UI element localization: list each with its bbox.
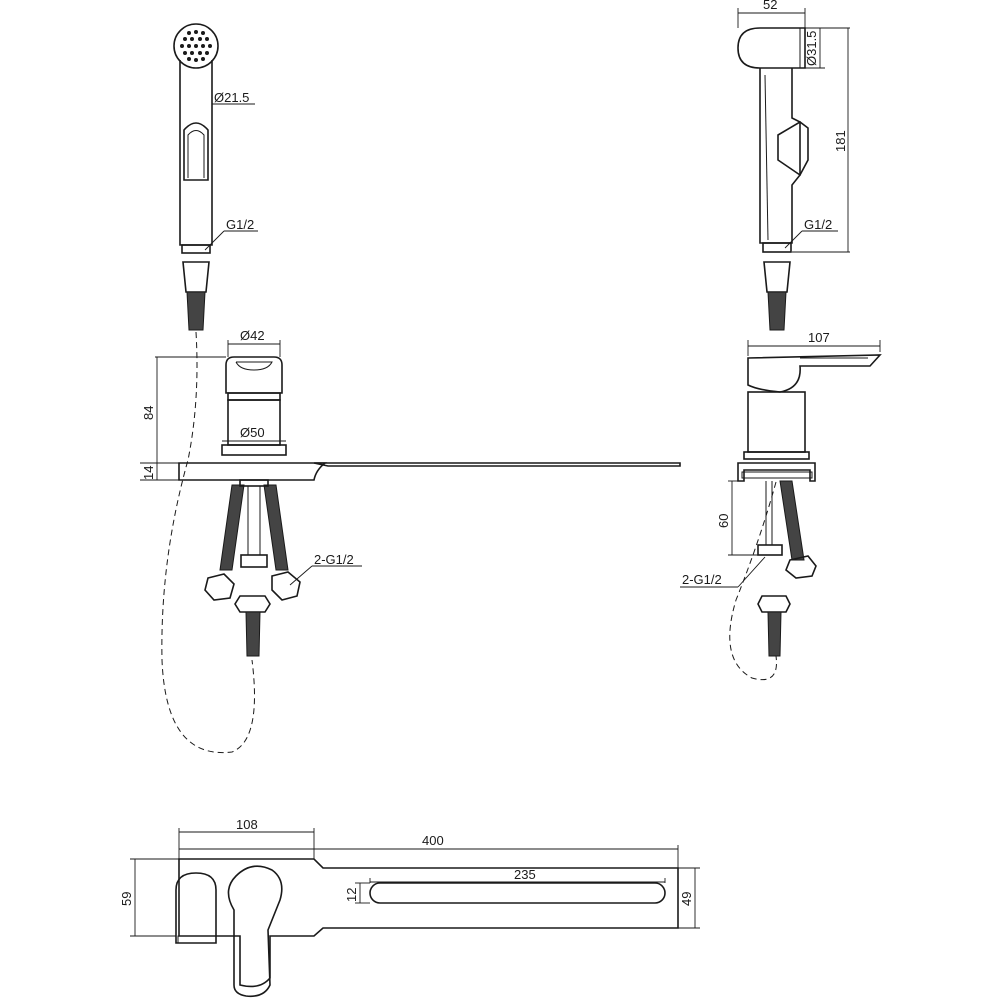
handshower-side-view: 52 Ø31.5 181 G1/2 [737,0,850,331]
dim-plan-offset: 108 [236,817,258,832]
dim-mixer-base-diameter: Ø50 [240,425,265,440]
dim-mixer-reach: 107 [808,330,830,345]
mixer-side-view: 107 60 2-G1/2 [680,330,882,681]
dim-hoses-side: 2-G1/2 [682,572,722,587]
dim-plan-slot-width: 12 [344,888,359,902]
dim-plan-length: 400 [422,833,444,848]
dim-handshower-outlet-diameter: Ø31.5 [804,31,819,66]
dim-handshower-thread-front: G1/2 [226,217,254,232]
dim-plate-thickness: 14 [141,466,156,480]
plan-view: 108 400 235 59 12 49 [119,817,700,998]
dim-hoses-front: 2-G1/2 [314,552,354,567]
dim-hose-length: 60 [716,514,731,528]
spray-holes [180,30,212,62]
handshower-front-view: Ø21.5 G1/2 [173,23,258,331]
dim-mixer-height: 84 [141,406,156,420]
dim-plan-depth: 59 [119,892,134,906]
dim-handshower-thread-side: G1/2 [804,217,832,232]
dim-handshower-height: 181 [833,130,848,152]
dim-plan-slot-length: 235 [514,867,536,882]
dim-plan-plate-width: 49 [679,892,694,906]
mixer-front-view: Ø42 Ø50 84 14 2-G1/2 [140,328,681,754]
dim-handshower-diameter: Ø21.5 [214,90,249,105]
dim-handshower-depth: 52 [763,0,777,12]
dim-mixer-top-diameter: Ø42 [240,328,265,343]
